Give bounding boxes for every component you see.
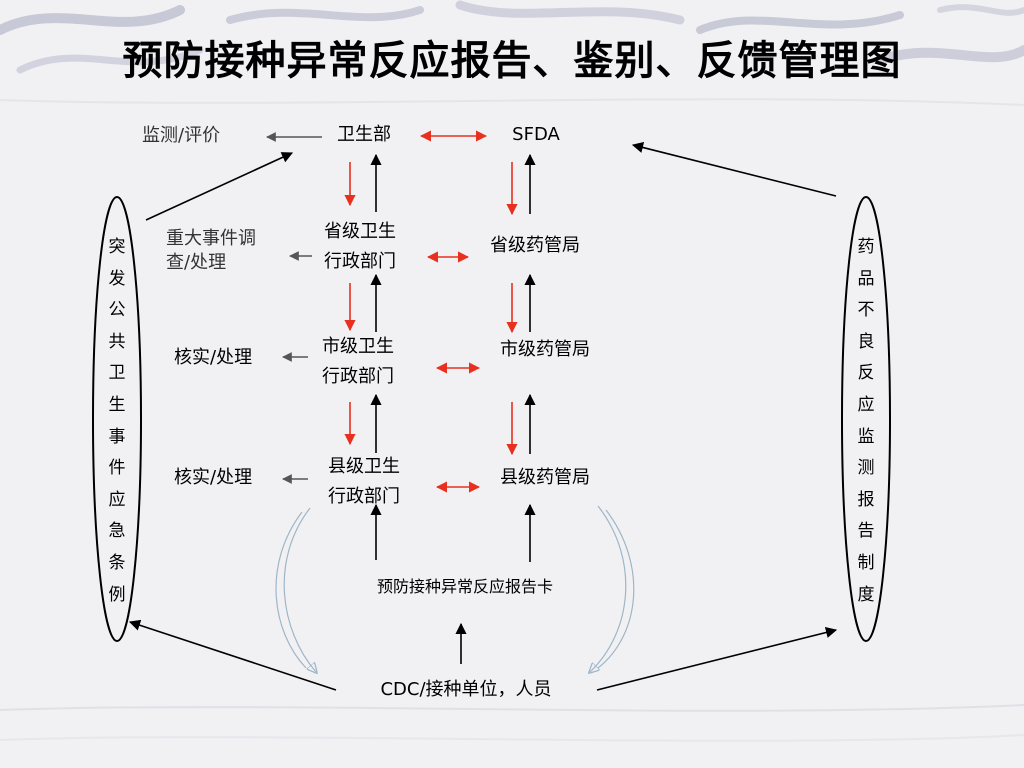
- swoosh-arrows: [275, 505, 635, 672]
- arrow-left-oval-to-ministry: [145, 152, 294, 221]
- left-oval: [92, 196, 142, 642]
- node-sfda: SFDA: [512, 124, 560, 145]
- left-oval-char: 共: [108, 331, 126, 352]
- right-oval-char: 反: [857, 363, 875, 384]
- left-oval-char: 生: [108, 394, 126, 415]
- arrow-cdc-to-right-oval: [596, 627, 838, 691]
- right-oval-char: 药: [857, 237, 875, 257]
- left-oval-char: 条: [108, 552, 126, 573]
- node-prov-drug: 省级药管局: [490, 235, 580, 256]
- right-oval-char: 品: [857, 268, 875, 289]
- right-oval-char: 监: [857, 426, 875, 447]
- right-oval: [841, 196, 891, 642]
- right-oval-char: 不: [857, 300, 875, 321]
- right-oval-char: 制: [857, 552, 875, 573]
- right-oval-char: 度: [857, 584, 875, 605]
- arrow-right-oval-to-sfda: [631, 142, 837, 197]
- left-oval-text: 突发公共卫生事件应急条例: [102, 232, 132, 611]
- node-county-health: 县级卫生 行政部门: [328, 456, 400, 507]
- arrow-cdc-to-left-oval: [128, 619, 337, 691]
- node-city-drug: 市级药管局: [500, 339, 590, 360]
- left-oval-char: 事: [108, 426, 126, 447]
- left-oval-char: 应: [108, 489, 126, 510]
- node-monitor-eval: 监测/评价: [142, 125, 221, 146]
- left-oval-char: 件: [108, 458, 126, 479]
- node-verify-county: 核实/处理: [174, 467, 253, 488]
- right-oval-char: 良: [857, 331, 875, 352]
- right-oval-text: 药品不良反应监测报告制度: [851, 232, 881, 611]
- left-oval-char: 突: [108, 237, 126, 257]
- right-oval-char: 应: [857, 394, 875, 415]
- right-oval-char: 测: [857, 458, 875, 479]
- left-oval-char: 发: [108, 268, 126, 289]
- node-city-health: 市级卫生 行政部门: [322, 336, 394, 387]
- page-title: 预防接种异常反应报告、鉴别、反馈管理图: [122, 38, 902, 84]
- right-oval-char: 报: [857, 489, 875, 510]
- node-report-card: 预防接种异常反应报告卡: [376, 577, 553, 596]
- node-verify-city: 核实/处理: [174, 347, 253, 368]
- node-county-drug: 县级药管局: [500, 467, 590, 488]
- node-prov-health: 省级卫生 行政部门: [324, 221, 396, 272]
- node-major-event: 重大事件调 查/处理: [166, 228, 256, 273]
- right-oval-char: 告: [857, 521, 875, 542]
- left-oval-char: 公: [108, 300, 126, 321]
- left-oval-char: 急: [108, 521, 126, 542]
- node-cdc: CDC/接种单位，人员: [380, 679, 552, 700]
- left-oval-char: 例: [108, 584, 126, 605]
- node-ministry: 卫生部: [337, 124, 391, 145]
- left-oval-char: 卫: [108, 363, 126, 384]
